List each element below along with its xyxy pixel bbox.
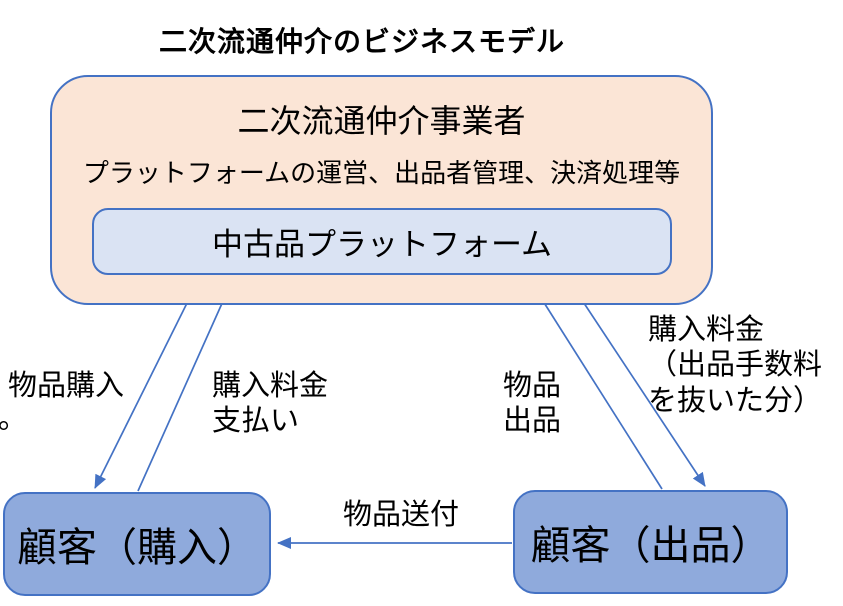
provider-title: 二次流通仲介事業者 xyxy=(237,103,526,139)
edge-label-sale-payout: 購入料金 （出品手数料 を抜いた分） xyxy=(648,314,823,417)
customer-seller-label: 顧客（出品） xyxy=(530,524,771,568)
stray-period-text: 。 xyxy=(0,403,28,435)
provider-box: 二次流通仲介事業者 プラットフォームの運営、出品者管理、決済処理等 中古品プラッ… xyxy=(50,75,713,305)
platform-box: 中古品プラットフォーム xyxy=(92,208,672,275)
customer-buyer-box: 顧客（購入） xyxy=(3,492,271,596)
provider-subtitle: プラットフォームの運営、出品者管理、決済処理等 xyxy=(82,158,681,188)
platform-label: 中古品プラットフォーム xyxy=(211,227,553,262)
edge-label-goods-listing: 物品 出品 xyxy=(503,370,562,438)
edge-label-goods-purchase: 物品購入 xyxy=(8,370,125,402)
diagram-title: 二次流通仲介のビジネスモデル xyxy=(158,26,565,57)
edge-label-goods-shipping: 物品送付 xyxy=(343,499,460,531)
customer-buyer-label: 顧客（購入） xyxy=(17,526,257,570)
customer-seller-box: 顧客（出品） xyxy=(513,490,788,594)
edge-label-purchase-payment: 購入料金 支払い xyxy=(212,370,329,438)
